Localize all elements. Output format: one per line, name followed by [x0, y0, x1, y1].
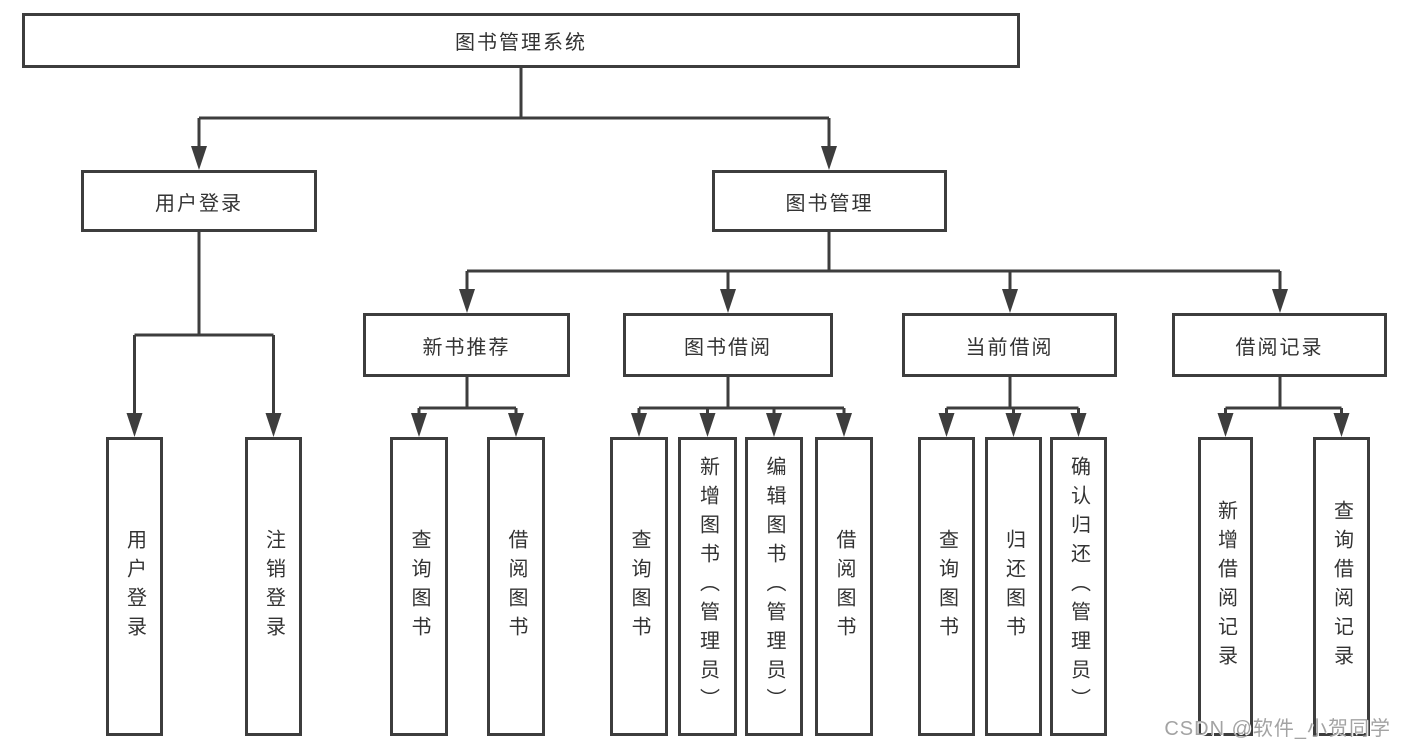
node-book-management: 图书管理 — [712, 170, 947, 232]
node-label: 借阅图书 — [833, 528, 855, 645]
leaf-logout-action: 注销登录 — [245, 437, 302, 736]
leaf-current-confirm-return-admin: 确认归还（管理员） — [1050, 437, 1107, 736]
node-label: 新增图书（管理员） — [696, 456, 719, 717]
leaf-borrowing-query-books: 查询图书 — [610, 437, 668, 736]
node-book-borrowing: 图书借阅 — [623, 313, 833, 377]
leaf-recommend-borrow-books: 借阅图书 — [487, 437, 545, 736]
node-label: 借阅图书 — [505, 528, 527, 645]
leaf-current-query-books: 查询图书 — [918, 437, 975, 736]
csdn-watermark: CSDN @软件_小贺同学 — [1164, 718, 1391, 740]
node-label: 编辑图书（管理员） — [763, 456, 785, 717]
leaf-borrowing-borrow-books: 借阅图书 — [815, 437, 873, 736]
leaf-current-return-books: 归还图书 — [985, 437, 1042, 736]
leaf-records-query-borrow-record: 查询借阅记录 — [1313, 437, 1370, 736]
node-label: 新书推荐 — [422, 336, 511, 359]
node-label: 注销登录 — [262, 528, 285, 645]
node-label: 归还图书 — [1002, 528, 1025, 645]
node-label: 图书管理系统 — [455, 32, 587, 54]
node-label: 查询图书 — [935, 528, 958, 645]
node-label: 图书管理 — [785, 192, 874, 215]
leaf-recommend-query-books: 查询图书 — [390, 437, 448, 736]
node-label: 确认归还（管理员） — [1067, 456, 1090, 717]
leaf-borrowing-add-books-admin: 新增图书（管理员） — [678, 437, 737, 736]
node-label: 借阅记录 — [1235, 336, 1324, 359]
node-label: 查询借阅记录 — [1330, 499, 1353, 674]
node-label: 查询图书 — [408, 528, 430, 645]
node-label: 查询图书 — [628, 528, 650, 645]
node-label: 用户登录 — [123, 528, 146, 645]
leaf-borrowing-edit-books-admin: 编辑图书（管理员） — [745, 437, 803, 736]
leaf-records-add-borrow-record: 新增借阅记录 — [1198, 437, 1253, 736]
node-label: 新增借阅记录 — [1214, 499, 1237, 674]
node-new-book-recommendation: 新书推荐 — [363, 313, 570, 377]
node-borrowing-records: 借阅记录 — [1172, 313, 1387, 377]
node-user-login: 用户登录 — [81, 170, 317, 232]
node-library-management-system: 图书管理系统 — [22, 13, 1020, 68]
node-current-borrowing: 当前借阅 — [902, 313, 1117, 377]
node-label: 用户登录 — [155, 192, 243, 215]
node-label: 当前借阅 — [965, 336, 1054, 359]
node-label: 图书借阅 — [684, 336, 772, 359]
leaf-user-login-action: 用户登录 — [106, 437, 163, 736]
